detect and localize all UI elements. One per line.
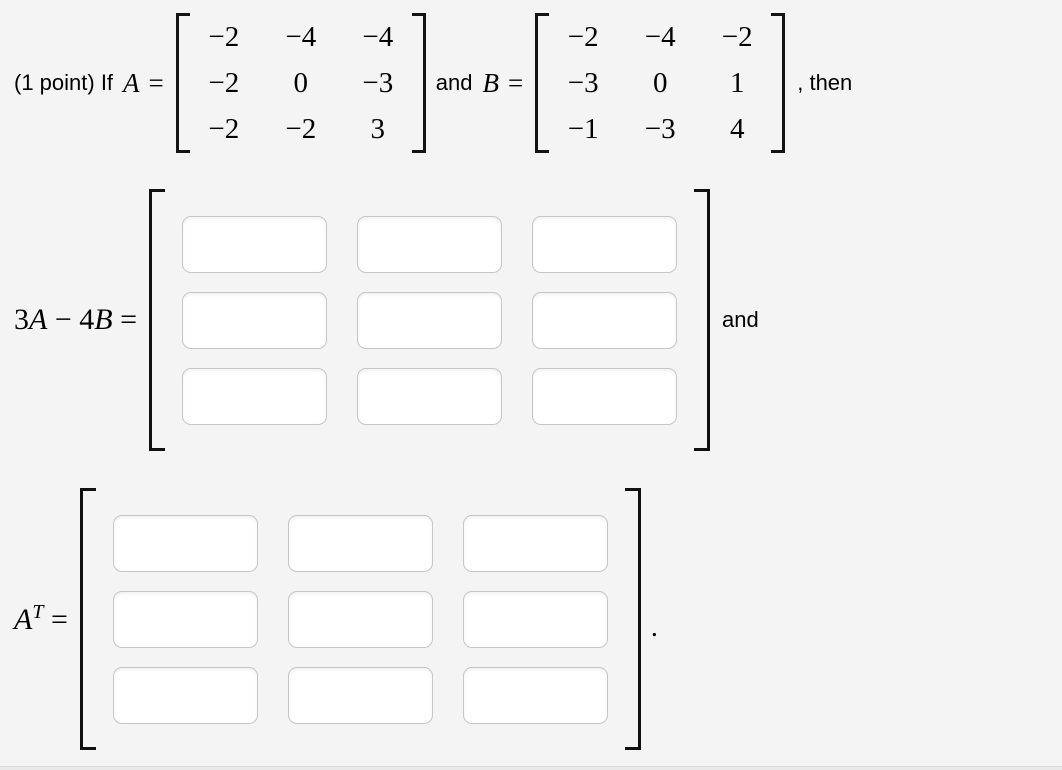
points-and-if-text: (1 point) If (14, 70, 114, 95)
matrix-a-grid: −2 −4 −4 −2 0 −3 −2 −2 3 (190, 13, 412, 153)
variable-b: B (94, 303, 113, 336)
answer1-input-grid (182, 215, 677, 425)
variable-a: A (29, 303, 48, 336)
input-3a4b-r1c1[interactable] (357, 291, 502, 349)
input-at-r2c0[interactable] (112, 666, 258, 724)
answer1-left-bracket (149, 189, 165, 451)
input-3a4b-r2c0[interactable] (182, 367, 327, 425)
variable-a-transpose: A (14, 603, 33, 636)
matrix-b-cell: −1 (567, 113, 599, 145)
input-at-r0c0[interactable] (112, 514, 258, 572)
minus-operator: − (47, 303, 80, 336)
matrix-a-cell: 0 (293, 67, 309, 99)
input-3a4b-r0c0[interactable] (182, 215, 327, 273)
matrix-b-cell: −3 (644, 113, 676, 145)
matrix-a-cell: 3 (370, 113, 386, 145)
coefficient-3: 3 (14, 303, 29, 336)
matrix-b-cell: −4 (644, 21, 676, 53)
input-3a4b-r1c0[interactable] (182, 291, 327, 349)
matrix-a-right-bracket (411, 13, 426, 153)
matrix-b-cell: 0 (652, 67, 668, 99)
matrix-b-cell: −2 (567, 21, 599, 53)
matrix-a: −2 −4 −4 −2 0 −3 −2 −2 3 (175, 13, 426, 153)
and-connector-text: and (722, 307, 759, 332)
matrix-b-symbol: B (482, 67, 500, 98)
answer1-right-bracket (694, 189, 710, 451)
matrix-b-left-bracket (535, 13, 550, 153)
input-3a4b-r0c2[interactable] (532, 215, 677, 273)
input-3a4b-r2c2[interactable] (532, 367, 677, 425)
equals-sign-a: = (148, 67, 164, 98)
problem-statement: (1 point) If A = −2 −4 −4 −2 0 −3 −2 −2 … (14, 0, 852, 166)
matrix-b-cell: −2 (721, 21, 753, 53)
matrix-b-right-bracket (771, 13, 786, 153)
matrix-a-cell: −2 (285, 113, 317, 145)
input-at-r1c1[interactable] (287, 590, 433, 648)
matrix-b-cell: −3 (567, 67, 599, 99)
matrix-b: −2 −4 −2 −3 0 1 −1 −3 4 (535, 13, 786, 153)
input-3a4b-r0c1[interactable] (357, 215, 502, 273)
answer2-input-grid (112, 514, 608, 724)
answer-row-3a-minus-4b: 3A − 4B = and (14, 186, 759, 454)
input-at-r0c2[interactable] (462, 514, 608, 572)
input-at-r1c2[interactable] (462, 590, 608, 648)
input-3a4b-r1c2[interactable] (532, 291, 677, 349)
matrix-a-symbol: A (123, 67, 140, 98)
equals-sign: = (112, 303, 137, 336)
expression-a-transpose: AT = (14, 601, 68, 637)
and-text: and (435, 70, 473, 95)
input-at-r1c0[interactable] (112, 590, 258, 648)
matrix-a-cell: −2 (208, 113, 240, 145)
matrix-a-cell: −4 (285, 21, 317, 53)
answer-row-a-transpose: AT = . (14, 485, 658, 753)
coefficient-4: 4 (79, 303, 95, 336)
answer2-left-bracket (79, 488, 96, 750)
input-at-r2c1[interactable] (287, 666, 433, 724)
matrix-a-cell: −2 (208, 67, 240, 99)
matrix-b-cell: 1 (729, 67, 745, 99)
answer2-right-bracket (624, 488, 641, 750)
input-at-r0c1[interactable] (287, 514, 433, 572)
matrix-a-cell: −4 (362, 21, 394, 53)
expression-3a-minus-4b: 3A − 4B = (14, 303, 137, 337)
then-text: , then (797, 70, 853, 95)
matrix-b-cell: 4 (729, 113, 745, 145)
matrix-b-grid: −2 −4 −2 −3 0 1 −1 −3 4 (549, 13, 771, 153)
equals-sign-b: = (508, 67, 524, 98)
input-3a4b-r2c1[interactable] (357, 367, 502, 425)
transpose-superscript: T (32, 601, 44, 623)
matrix-a-cell: −3 (362, 67, 394, 99)
matrix-a-cell: −2 (208, 21, 240, 53)
equals-sign: = (43, 603, 68, 636)
sentence-period: . (650, 612, 658, 643)
matrix-a-left-bracket (175, 13, 190, 153)
input-at-r2c2[interactable] (462, 666, 608, 724)
